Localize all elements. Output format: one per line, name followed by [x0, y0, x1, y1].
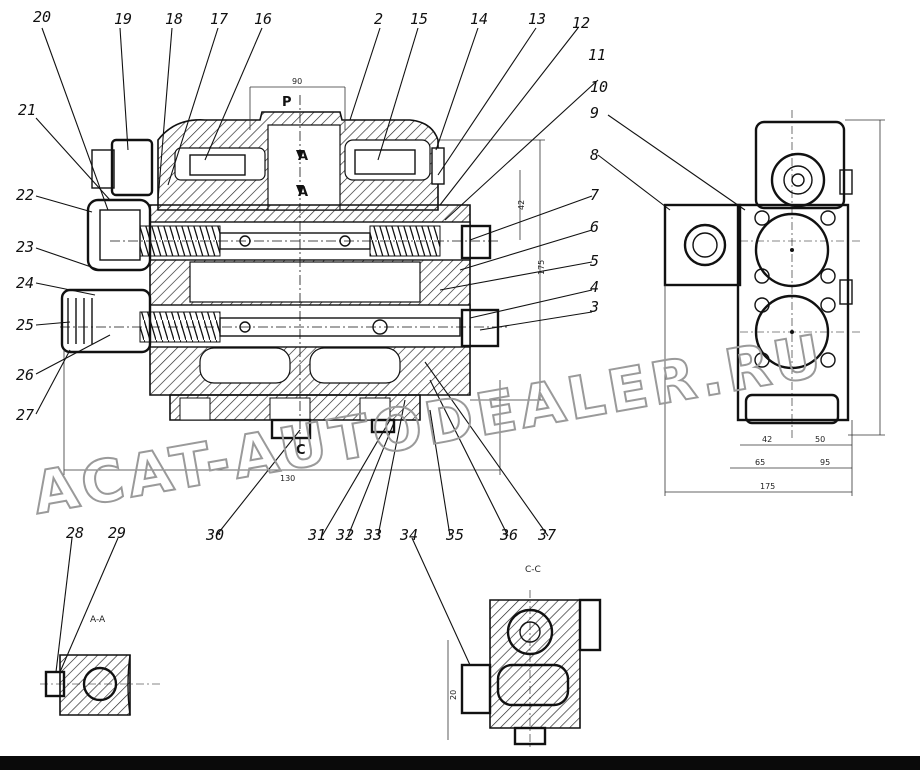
callout-22: 22 [16, 186, 34, 204]
dim-175-right: 175 [537, 260, 546, 275]
callout-28: 28 [66, 524, 84, 542]
callout-16: 16 [254, 10, 272, 28]
callout-numbers: 20 19 18 17 16 2 15 14 13 12 11 10 9 8 7… [16, 8, 608, 544]
callout-37: 37 [537, 526, 556, 544]
callout-14: 14 [470, 10, 488, 28]
callout-27: 27 [16, 406, 34, 424]
callout-8: 8 [590, 146, 599, 164]
callout-13: 13 [528, 10, 546, 28]
dim-90: 90 [292, 77, 302, 86]
callout-29: 29 [108, 524, 126, 542]
callout-30: 30 [205, 526, 224, 544]
callout-2: 2 [374, 10, 383, 28]
callout-26: 26 [16, 366, 34, 384]
bottom-border [0, 756, 920, 770]
callout-12: 12 [572, 14, 590, 32]
dim-95-side: 95 [820, 458, 830, 467]
callout-34: 34 [399, 526, 418, 544]
dim-175-side: 175 [760, 482, 775, 491]
callout-33: 33 [363, 526, 382, 544]
callout-23: 23 [16, 238, 34, 256]
callout-18: 18 [165, 10, 183, 28]
callout-21: 21 [18, 101, 36, 119]
callout-4: 4 [590, 278, 599, 296]
dim-50-side: 50 [815, 435, 825, 444]
view-aa: A-A [40, 615, 160, 716]
main-section-view: 90 130 42 175 P A A C [60, 77, 546, 483]
port-c-label: C [296, 443, 306, 458]
callout-19: 19 [114, 10, 132, 28]
callout-17: 17 [210, 10, 228, 28]
callout-9: 9 [590, 104, 599, 122]
port-p-label: P [282, 95, 292, 110]
view-aa-label: A-A [90, 615, 106, 625]
callout-3: 3 [589, 298, 599, 316]
section-a-bottom-label: A [298, 185, 308, 200]
view-cc: C-C 20 [447, 565, 602, 750]
callout-6: 6 [590, 218, 599, 236]
side-view: 42 50 65 95 175 [663, 110, 885, 496]
callout-32: 32 [335, 526, 354, 544]
dim-42-side: 42 [762, 435, 772, 444]
callout-36: 36 [499, 526, 518, 544]
callout-31: 31 [307, 526, 326, 544]
section-a-top-label: A [298, 149, 308, 164]
callout-11: 11 [588, 46, 606, 64]
leader-lines [35, 27, 746, 673]
callout-24: 24 [16, 274, 34, 292]
dim-65-side: 65 [755, 458, 765, 467]
callout-25: 25 [16, 316, 34, 334]
view-cc-label: C-C [525, 565, 541, 575]
callout-10: 10 [590, 78, 608, 96]
callout-5: 5 [590, 252, 599, 270]
dim-overall-width: 130 [280, 474, 295, 483]
dim-42-right: 42 [517, 200, 526, 210]
dim-20-cc: 20 [449, 690, 458, 700]
callout-35: 35 [445, 526, 464, 544]
callout-7: 7 [590, 186, 599, 204]
callout-15: 15 [410, 10, 428, 28]
callout-20: 20 [33, 8, 51, 26]
